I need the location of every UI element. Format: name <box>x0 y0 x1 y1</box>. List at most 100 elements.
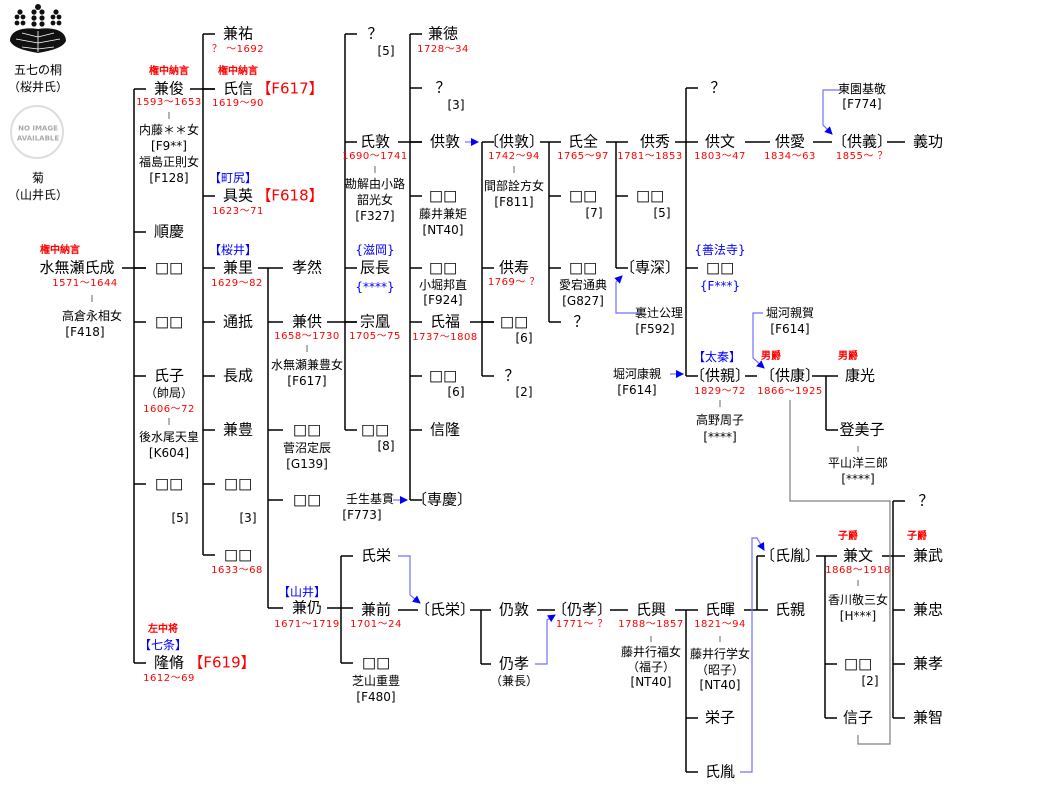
person-name: 兼孝 <box>912 654 944 673</box>
spouse-name: 藤井行学女 <box>689 647 751 661</box>
reference-code: [2] <box>861 674 879 688</box>
person-name: 兼仍 <box>291 598 323 617</box>
life-years: 1571～1644 <box>52 278 118 289</box>
life-years: 1742～94 <box>488 151 540 162</box>
rank-title: 子爵 <box>838 531 858 542</box>
reference-code: [2] <box>515 385 533 399</box>
person-name: □□ <box>154 312 184 331</box>
spouse-name: 藤井行福女 <box>620 645 682 659</box>
reference-code: [3] <box>239 511 257 525</box>
person-name: 兼豊 <box>222 420 254 439</box>
person-name: 兼武 <box>912 546 944 565</box>
person-name: ？ <box>367 24 383 43</box>
person-name: □□ <box>428 186 458 205</box>
rank-title: 権中納言 <box>40 245 80 256</box>
rank-title: 権中納言 <box>149 66 189 77</box>
person-name: 辰長 <box>359 258 391 277</box>
life-years: 1834～63 <box>764 151 816 162</box>
spouse-name: （福子） <box>626 660 676 674</box>
family-code: 【F617】 <box>256 79 324 98</box>
crest-caption: （桜井氏） <box>7 80 69 94</box>
spouse-name: 東園基敬 <box>837 82 887 96</box>
life-years: 1619～90 <box>212 98 264 109</box>
person-name: □□ <box>360 420 390 439</box>
person-name: 〔供親〕 <box>689 366 751 385</box>
person-name: 兼文 <box>842 546 874 565</box>
person-name: 〔供義〕 <box>831 132 893 151</box>
reference-code: [F924] <box>423 293 463 307</box>
house-name: {****} <box>355 280 395 294</box>
spouse-name: 壬生基貫 <box>345 492 395 506</box>
spouse-name: 菅沼定辰 <box>282 441 332 455</box>
person-name: 氏福 <box>429 312 461 331</box>
no-image-placeholder <box>10 105 64 159</box>
reference-code: [F128] <box>149 171 189 185</box>
person-name: 〔専深〕 <box>619 258 681 277</box>
person-name: 供寿 <box>498 258 530 277</box>
reference-code: [NT40] <box>699 678 741 692</box>
person-name: 供文 <box>704 132 736 151</box>
person-name: 〔供康〕 <box>759 366 821 385</box>
person-name: 氏全 <box>567 132 599 151</box>
person-name: ？ <box>573 312 589 331</box>
person-name: 供敦 <box>429 132 461 151</box>
person-name: 兼忠 <box>912 600 944 619</box>
house-name: 【七条】 <box>138 638 188 652</box>
spouse-name: 堀河康親 <box>612 367 662 381</box>
person-name: 隆脩 <box>153 653 185 672</box>
reference-code: [K604] <box>148 446 190 460</box>
person-name: □□ <box>154 474 184 493</box>
family-code: 【F618】 <box>256 186 324 205</box>
person-name: 栄子 <box>704 708 736 727</box>
spouse-name: 高野周子 <box>695 413 745 427</box>
reference-code: [****] <box>703 430 737 444</box>
person-name: 兼俊 <box>153 79 185 98</box>
spouse-name: 堀河親賀 <box>765 306 815 320</box>
adoption-arrow <box>752 312 765 369</box>
reference-code: [3] <box>447 98 465 112</box>
person-name: ？ <box>504 366 520 385</box>
person-name: 仍孝 <box>498 654 530 673</box>
spouse-name: 間部詮方女 <box>483 179 545 193</box>
reference-code: [G139] <box>286 457 328 471</box>
reference-code: [F811] <box>494 195 534 209</box>
reference-code: [G827] <box>562 294 604 308</box>
life-years: 1781～1853 <box>617 151 683 162</box>
house-name: 【山井】 <box>277 585 327 599</box>
adoption-arrow <box>822 89 840 135</box>
rank-title: 男爵 <box>838 351 858 362</box>
reference-code: [6] <box>447 385 465 399</box>
reference-code: [5] <box>377 44 395 58</box>
spouse-name: 後水尾天皇 <box>138 430 200 444</box>
person-name: 康光 <box>844 366 876 385</box>
person-name: 水無瀬氏成 <box>39 258 115 277</box>
person-name: 〔氏胤〕 <box>759 546 821 565</box>
person-name: □□ <box>154 258 184 277</box>
reference-code: [F418] <box>65 325 105 339</box>
life-years: 1771～ ？ <box>555 619 609 630</box>
reference-code: [F617] <box>287 374 327 388</box>
reference-code: [F614] <box>770 322 810 336</box>
family-code: 【F619】 <box>188 653 256 672</box>
life-years: 1855～ ？ <box>835 151 889 162</box>
spouse-name: 福島正則女 <box>138 155 200 169</box>
house-name: 【町尻】 <box>208 171 258 185</box>
adoption-arrow <box>398 555 421 604</box>
person-name: 信子 <box>842 708 874 727</box>
spouse-name: 芝山重豊 <box>351 674 401 688</box>
person-name: 仍敦 <box>498 600 530 619</box>
house-name: {善法寺} <box>694 243 746 257</box>
person-name: □□ <box>843 654 873 673</box>
reference-code: [NT40] <box>630 675 672 689</box>
life-years: 1821～94 <box>694 619 746 630</box>
spouse-name: 水無瀬兼豊女 <box>270 358 344 372</box>
person-name: 宗凰 <box>359 312 391 331</box>
person-name: 兼祐 <box>222 24 254 43</box>
spouse-name: 勘解由小路 <box>344 177 406 191</box>
person-name: 孝然 <box>291 258 323 277</box>
spouse-name: 平山洋三郎 <box>827 456 889 470</box>
crest-caption: 菊 <box>31 171 45 185</box>
person-name: □□ <box>705 258 735 277</box>
person-name: 兼供 <box>291 312 323 331</box>
person-name: 通抵 <box>222 312 254 331</box>
